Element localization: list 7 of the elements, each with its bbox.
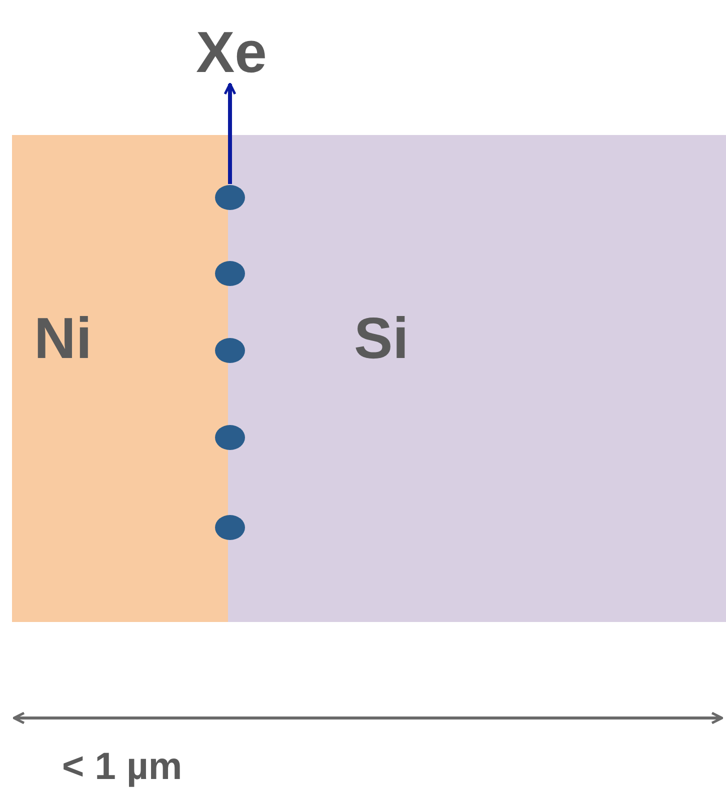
layer-label: Si — [354, 310, 409, 368]
dimension-label: < 1 µm — [62, 748, 182, 786]
arrow — [224, 82, 236, 184]
silicon-layer — [228, 135, 726, 622]
nickel-layer — [12, 135, 228, 622]
layer-label: Ni — [34, 310, 92, 368]
element-label: Xe — [196, 24, 267, 82]
